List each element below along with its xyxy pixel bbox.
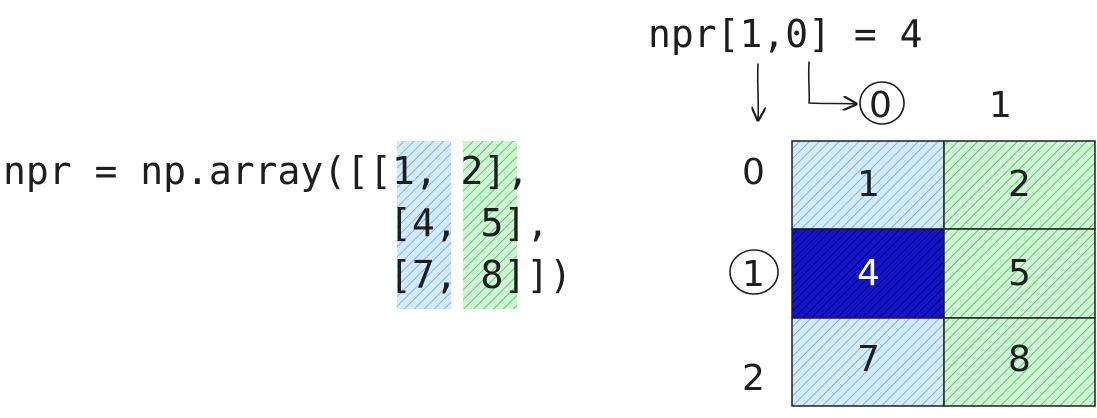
row-label-1-circle [729, 249, 779, 295]
col-label-0-circle [859, 81, 905, 125]
row-label-1: 1 [742, 254, 765, 295]
cell-value-2-0: 7 [857, 339, 880, 380]
cell-0-1 [943, 140, 1096, 230]
code-column0-highlight [397, 141, 451, 309]
row-label-0: 0 [742, 152, 765, 193]
cell-value-2-1: 8 [1008, 339, 1031, 380]
col-index-arrow [807, 61, 856, 104]
row-label-2: 2 [742, 358, 765, 399]
code-line-3: [7, 8]]) [389, 253, 572, 297]
cell-0-0 [791, 140, 945, 230]
code-line-2: [4, 5], [389, 201, 549, 245]
cell-1-1 [943, 228, 1096, 319]
code-line-1: npr = np.array([[1, 2], [3, 149, 529, 193]
cell-value-0-0: 1 [857, 164, 880, 205]
row-index-arrow [758, 63, 759, 120]
array-grid [791, 140, 1096, 407]
col-label-1: 1 [989, 85, 1012, 126]
cell-value-1-1: 5 [1008, 253, 1031, 294]
cell-2-0 [791, 317, 945, 407]
code-column1-highlight [463, 141, 517, 309]
index-expression: npr[1,0] = 4 [648, 12, 923, 56]
cell-value-1-0: 4 [857, 253, 880, 294]
cell-1-0-selected [791, 228, 945, 319]
col-label-0: 0 [869, 85, 892, 126]
cell-2-1 [943, 317, 1096, 407]
cell-value-0-1: 2 [1008, 164, 1031, 205]
